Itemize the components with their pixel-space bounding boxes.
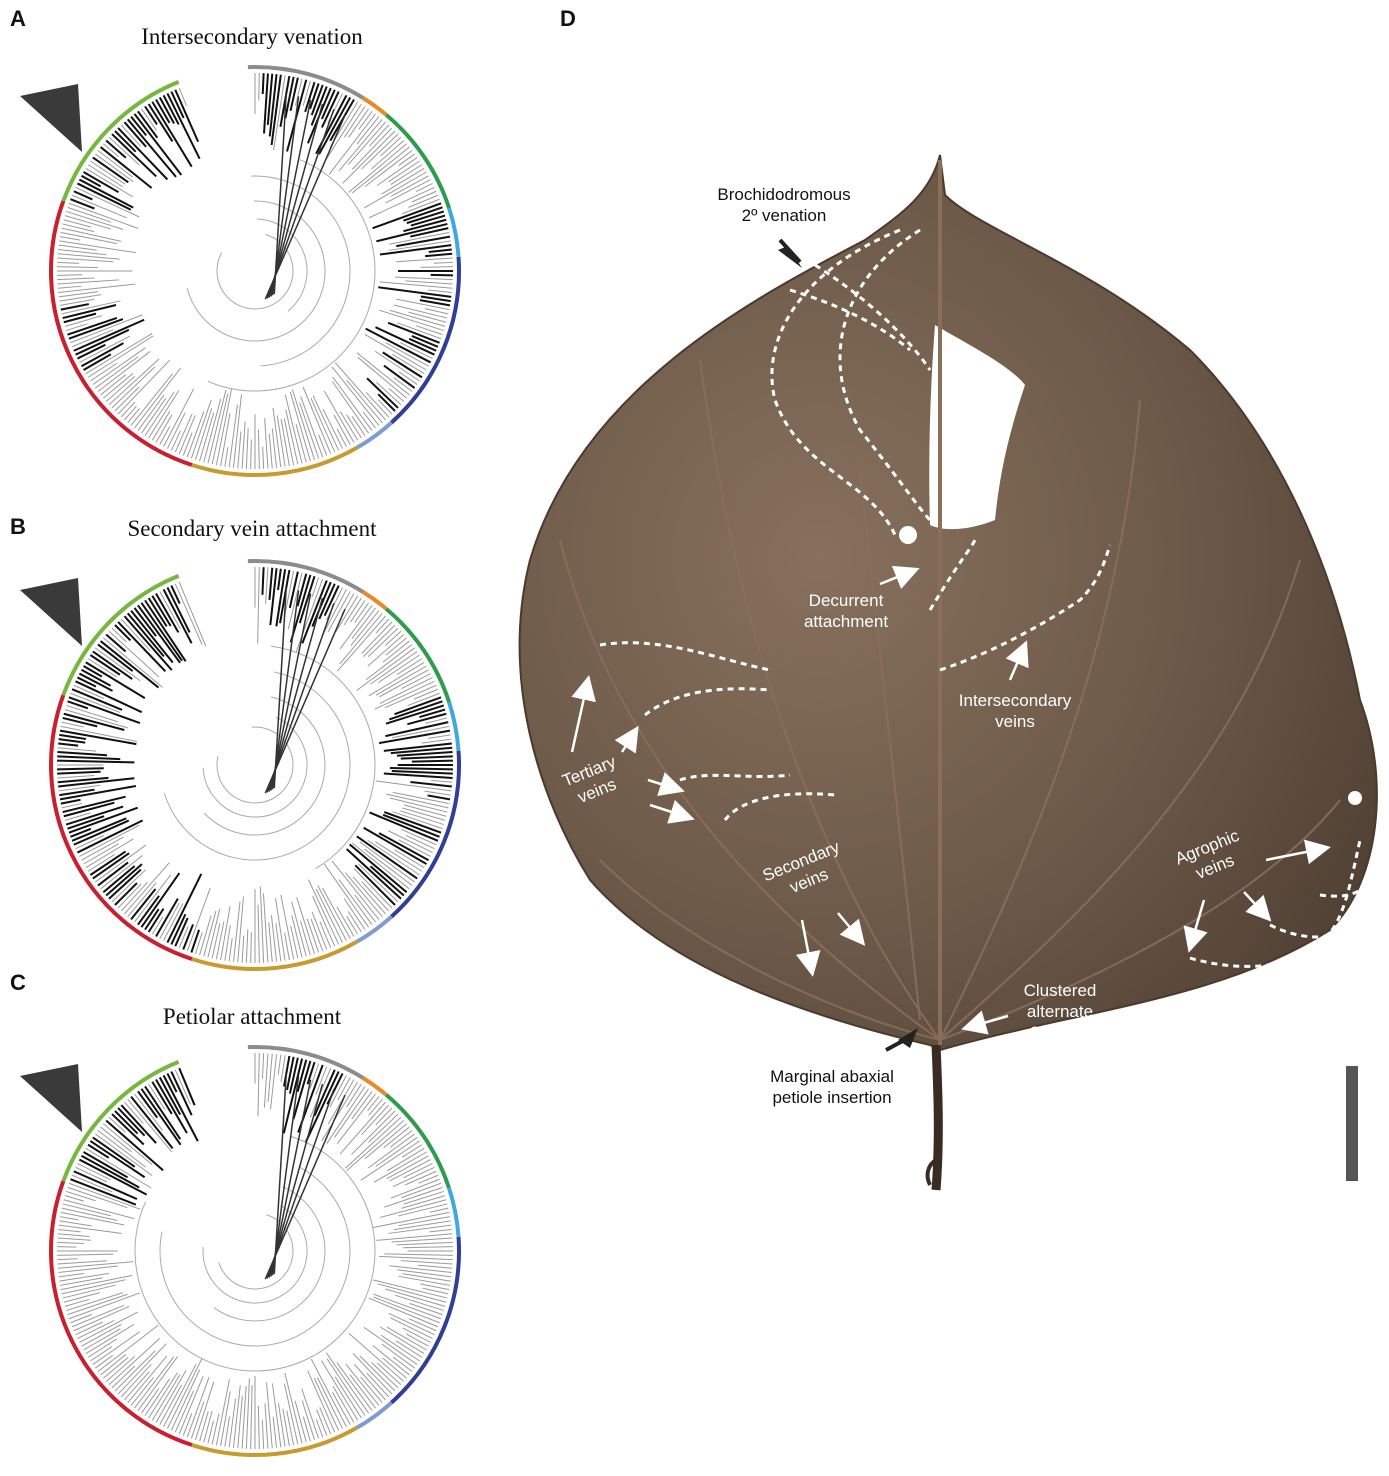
arrow-tertiary-2 bbox=[622, 730, 636, 752]
arrow-secondary-1 bbox=[802, 920, 812, 972]
scale-bar bbox=[1346, 1066, 1358, 1181]
arrow-tertiary-3 bbox=[648, 780, 680, 790]
arrow-clustered bbox=[966, 1016, 1008, 1028]
arrow-agrophic-3 bbox=[1190, 900, 1204, 948]
arrow-agrophic-1 bbox=[1266, 848, 1326, 860]
arrow-decurrent bbox=[880, 570, 915, 584]
arrow-intersecondary bbox=[1010, 645, 1025, 680]
arrow-tertiary-4 bbox=[650, 805, 690, 818]
arrow-tertiary-1 bbox=[572, 680, 588, 752]
arrow-agrophic-2 bbox=[1244, 892, 1268, 918]
arrow-secondary-2 bbox=[838, 913, 862, 942]
